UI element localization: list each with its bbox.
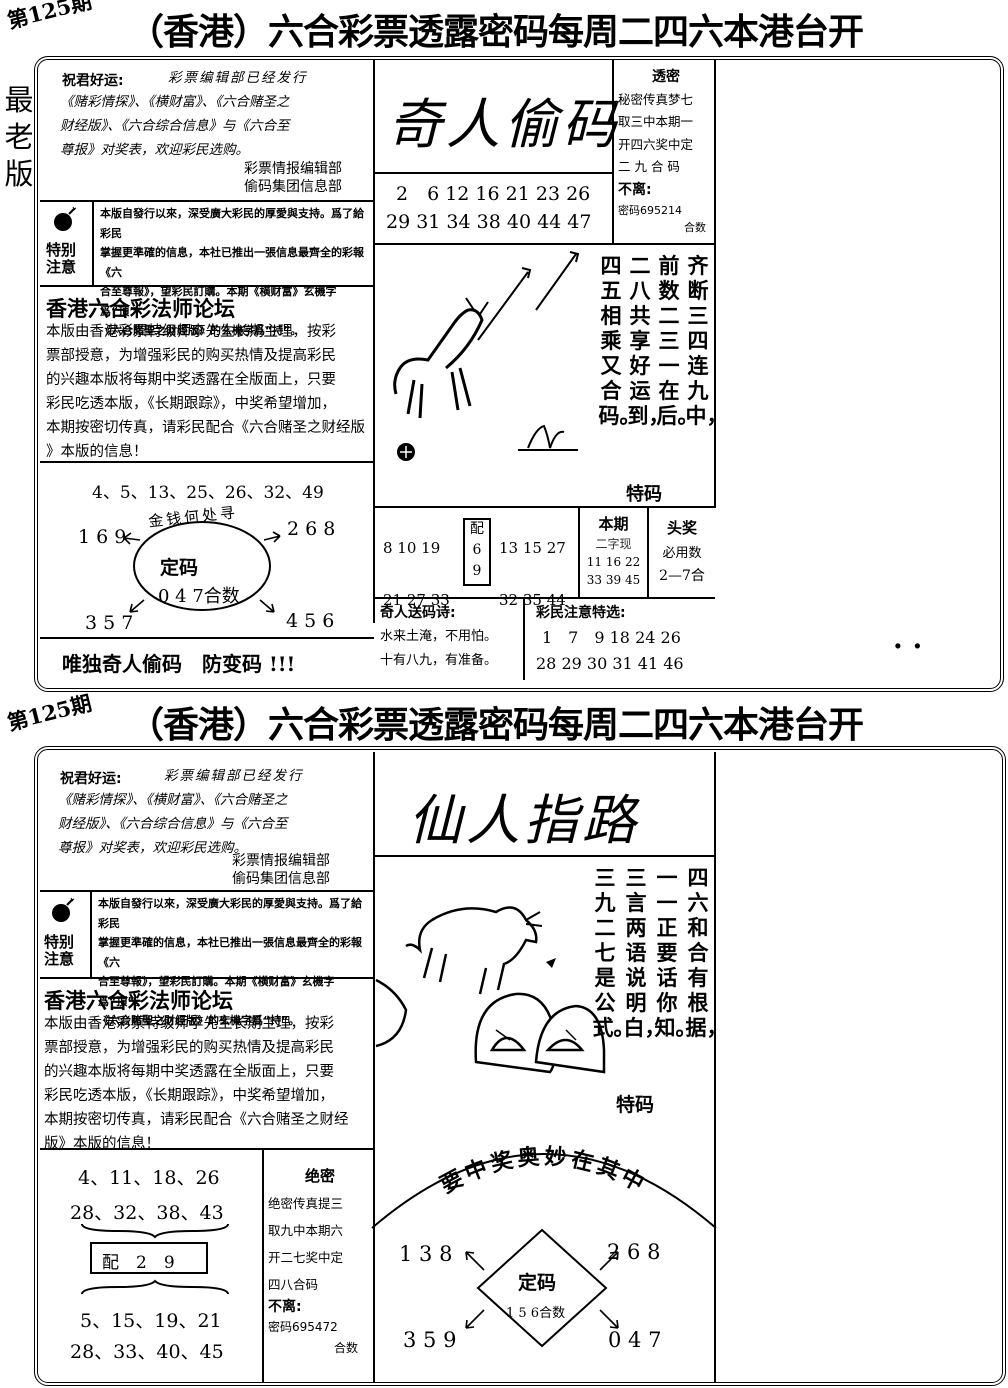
bottom-divider [373,752,375,1382]
bottom-divider [262,1148,264,1382]
bottom-warning-tag: 特别 注意 [44,933,75,968]
top-dingma-diagram [123,521,281,613]
bottom-notice-text: 彩票编辑部已经发行 《赌彩情探》、《横财富》、《六合赌圣之 财经版》、《六合综合… [58,768,304,856]
bottom-arc-text: 要中奖奥妙在其中 [437,1144,652,1199]
top-divider [374,597,715,599]
top-divider [612,60,614,243]
top-notice-signature: 彩票情报编辑部 偷码集团信息部 [244,161,342,195]
top-dingma-top: 4、5、13、25、26、32、49 [92,483,324,503]
bottom-poem-col: 三九二七是公式。 [592,866,635,1040]
top-headline: （香港）六合彩票透露密码每周二四六本港台开 [128,11,864,53]
bottom-divider [40,977,374,979]
top-pei-right: 13 15 27 32 35 44 [499,539,566,609]
bottom-pei-box [90,1242,208,1274]
top-nums-1: 2 6 12 16 21 23 26 [396,183,591,205]
bottom-dingma-center: 定码 [518,1272,557,1294]
bottom-secret: 绝密 绝密传真提三 取九中本期六 开二七奖中定 四八合码 不离: 密码69547… [268,1167,358,1355]
top-secret: 透密 秘密传真梦七 取三中本期一 开四六奖中定 二 九 合 码 不离: 密码69… [618,69,706,234]
top-divider [373,60,375,623]
top-dots: . . [893,622,923,655]
bottom-numbers-r1: 4、11、18、26 [78,1167,220,1189]
bottom-frame [34,746,1006,1386]
top-nums-2: 29 31 34 38 40 44 47 [386,211,592,233]
bottom-divider [40,890,374,892]
top-divider [40,285,374,287]
bottom-numbers-r3: 5、15、19、21 [80,1310,222,1332]
top-dingma-combo: 0 4 7合数 [158,586,240,607]
bottom-poem-col: 三言两语说明白， [623,866,666,1040]
top-warning-divider [92,200,94,286]
bottom-forum-title: 香港六合彩法师论坛 [44,988,233,1013]
top-slogan: 唯独奇人偷码 防变码 !!! [62,652,296,676]
top-divider [40,461,374,463]
bottom-arc-diamond: 要中奖奥妙在其中 [371,1144,717,1348]
edition-char: 最 [4,83,34,117]
top-poem-col: 前数二三一在后。 [656,254,699,428]
top-notice-label: 祝君好运: [62,73,124,89]
top-dingma-left: 1 6 9 [78,526,127,548]
edition-char: 老 [4,120,34,154]
top-pei-middle: 配 6 9 [470,521,484,579]
bottom-issue: 第125期 [4,690,95,736]
bottom-dingma-bl: 3 5 9 [403,1328,457,1352]
bottom-poem-col: 一一正要话你知。 [654,866,697,1040]
top-divider [647,506,649,598]
edition-char: 版 [4,157,34,191]
bottom-divider [714,752,716,1382]
bottom-title: 仙人指路 [408,789,640,852]
top-divider [374,506,715,508]
bottom-dingma-tr: 2 6 8 [607,1240,661,1264]
bottom-notice-label: 祝君好运: [60,771,122,787]
bottom-notice-signature: 彩票情报编辑部 偷码集团信息部 [232,853,330,887]
bottom-dingma-combo: 1 5 6合数 [506,1306,566,1321]
top-pei-left: 8 10 19 21 27 33 [383,539,450,609]
bull-illustration [375,906,606,1074]
bottom-dingma-br: 0 4 7 [608,1328,662,1352]
bottom-divider [374,855,715,857]
top-divider [374,172,613,174]
bottom-headline: （香港）六合彩票透露密码每周二四六本港台开 [128,704,864,746]
top-divider [523,597,525,680]
top-dingma-center: 定码 [160,557,199,579]
top-pei-box [463,518,491,586]
bottom-divider [40,1148,374,1150]
top-special: 彩民注意特选: 1 7 9 18 24 26 28 29 30 31 41 46 [536,605,684,673]
top-forum-text: 本版由香港彩票特级师李先生长期主理，按彩 票部授意，为增强彩民的购买热情及提高彩… [46,324,365,460]
brace-icon [81,1279,229,1295]
bottom-tema: 特码 [616,1094,655,1116]
top-edition-column: 最 老 版 [2,82,36,193]
brace-icon [81,1223,229,1239]
top-frame [34,56,1004,692]
bottom-dingma-tl: 1 3 8 [399,1242,453,1266]
top-sendpoem: 奇人送码诗: 水来土淹，不用怕。 十有八九，有准备。 [380,605,498,668]
top-poem-col: 四五相乘又合码。 [598,254,641,428]
deer-archer-illustration [393,251,580,461]
top-benqi: 本期 二字现 11 16 22 33 39 45 [586,515,641,587]
top-tema: 特码 [626,484,662,505]
top-divider [40,637,374,639]
top-forum-title: 香港六合彩法师论坛 [46,296,235,321]
top-dingma-br: 4 5 6 [286,610,335,632]
bottom-numbers-r2: 28、32、38、43 [70,1202,224,1224]
top-divider [578,506,580,598]
top-notice-text: 彩票编辑部已经发行 《赌彩情探》、《横财富》、《六合赌圣之 财经版》、《六合综合… [60,70,308,158]
top-toujiang: 头奖 必用数 2—7合 [659,519,705,584]
top-poem-col: 二八共享好运到， [627,254,670,428]
top-warning-tag: 特别 注意 [46,241,77,276]
top-divider [40,200,374,202]
top-dingma-bl: 3 5 7 [85,612,134,634]
bottom-warning-divider [90,890,92,978]
bottom-forum-text: 本版由香港彩票特级师李先生长期主理，按彩 票部授意，为增强彩民的购买热情及提高彩… [44,1016,349,1152]
top-dingma-right: 2 6 8 [287,518,336,540]
bottom-poem-col: 四六和合有根据， [685,866,728,1040]
bottom-numbers-r4: 28、33、40、45 [70,1341,224,1363]
bottom-warning-text: 本版自發行以來，深受廣大彩民的厚愛與支持。爲了給彩民 掌握更準確的信息，本社已推… [98,897,362,1027]
top-issue: 第125期 [4,0,95,34]
top-title: 奇人偷码 [388,93,620,156]
top-poem-col: 齐断三四连九中， [685,254,728,428]
top-warning-text: 本版自發行以來，深受廣大彩民的厚愛與支持。爲了給彩民 掌握更準確的信息，本社已推… [100,207,364,337]
top-divider [714,60,716,508]
top-divider [374,243,715,245]
bottom-pei: 配 2 9 [102,1253,175,1273]
